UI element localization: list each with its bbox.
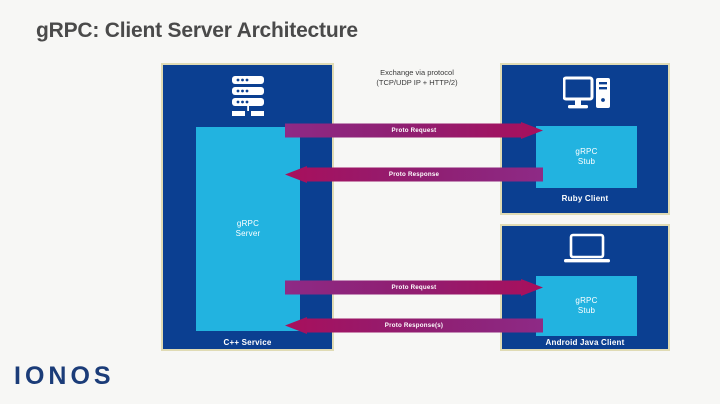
ruby-stub-label-line1: gRPC <box>575 147 598 156</box>
android-stub-label-line2: Stub <box>577 306 596 315</box>
protocol-note: Exchange via protocol (TCP/UDP IP + HTTP… <box>352 68 482 88</box>
ruby-client-caption: Ruby Client <box>561 194 609 203</box>
android-grpc-stub-label: gRPC Stub <box>575 296 597 316</box>
ruby-grpc-stub-box: gRPC Stub <box>536 126 637 188</box>
arrow-proto-request-android: Proto Request <box>285 279 543 296</box>
ruby-grpc-stub-label: gRPC Stub <box>575 147 597 167</box>
laptop-icon <box>536 228 637 272</box>
ionos-logo: IONOS <box>14 362 115 390</box>
android-grpc-stub-box: gRPC Stub <box>536 276 637 336</box>
arrow-proto-response-ruby: Proto Response <box>285 166 543 183</box>
grpc-server-label: gRPC Server <box>236 219 261 239</box>
android-client-caption: Android Java Client <box>545 338 625 347</box>
arrow-proto-response-android: Proto Response(s) <box>285 317 543 334</box>
desktop-computer-icon <box>536 72 637 120</box>
protocol-note-line1: Exchange via protocol <box>380 68 454 77</box>
protocol-note-line2: (TCP/UDP IP + HTTP/2) <box>376 78 458 87</box>
grpc-server-label-line2: Server <box>235 229 261 238</box>
ruby-stub-label-line2: Stub <box>577 157 596 166</box>
server-rack-icon <box>196 73 300 121</box>
server-caption: C++ Service <box>223 338 272 347</box>
android-stub-label-line1: gRPC <box>575 296 598 305</box>
page-title: gRPC: Client Server Architecture <box>36 19 358 42</box>
arrow-proto-request-ruby: Proto Request <box>285 122 543 139</box>
grpc-server-label-line1: gRPC <box>236 219 260 228</box>
grpc-server-box: gRPC Server <box>196 127 300 331</box>
